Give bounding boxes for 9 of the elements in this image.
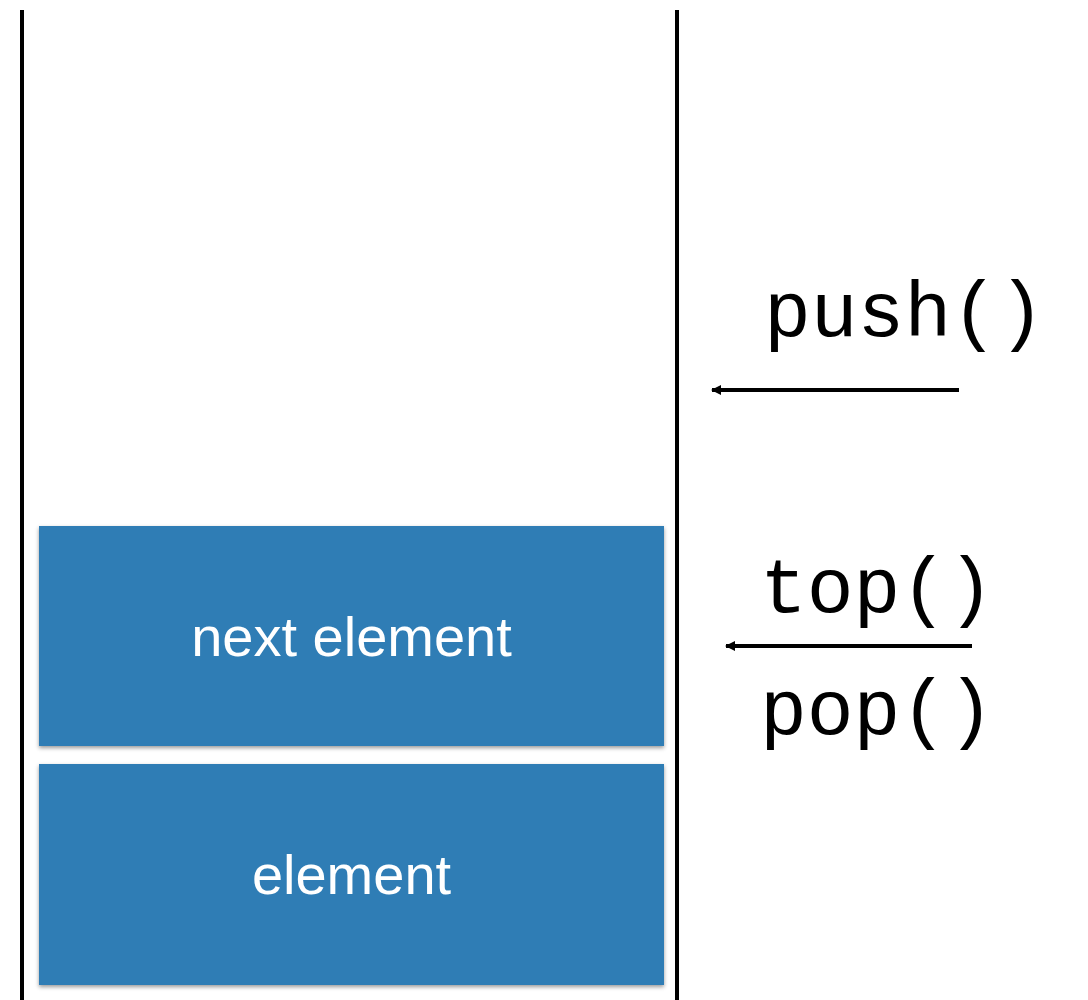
operation-label: push() xyxy=(764,276,1045,354)
arrow xyxy=(711,385,959,395)
stack-element-block xyxy=(39,526,664,746)
operation-label: top() xyxy=(760,552,995,630)
element-label: next element xyxy=(191,603,512,669)
stack-element-block xyxy=(39,764,664,985)
element-label: element xyxy=(251,842,452,907)
operation-label: pop() xyxy=(760,674,995,752)
arrow xyxy=(725,641,972,651)
